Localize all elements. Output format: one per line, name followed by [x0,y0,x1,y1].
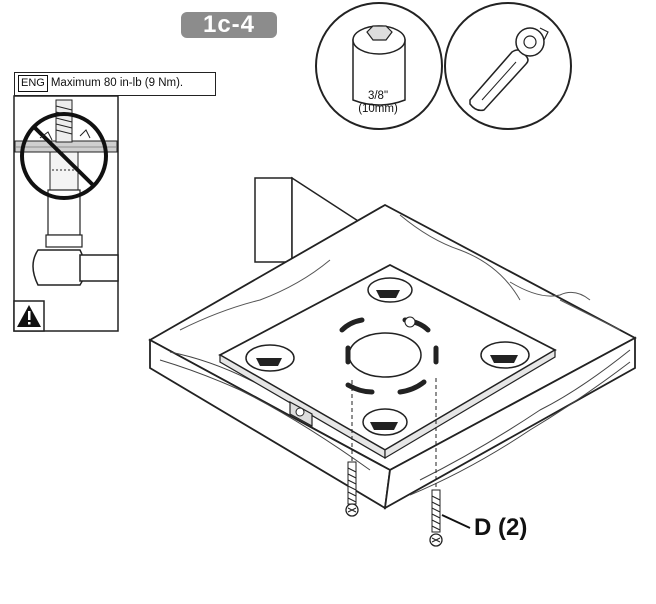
callout-leader [441,514,471,529]
step-number-badge: 1c-4 [181,12,277,38]
ratchet-wrench-icon [444,2,572,130]
edge-clip [289,400,313,428]
socket-size-mm: (10mm) [358,103,398,115]
lag-screw [345,461,359,517]
ceiling-mount-plate [218,263,557,460]
lag-screw [429,489,443,547]
keyhole-slot [367,277,413,303]
socket-size-inch: 3/8" [367,90,389,102]
overtorque-warning-panel [13,95,119,332]
torque-limit-text: Maximum 80 in-lb (9 Nm). [50,77,184,89]
socket-size-label: 3/8" (10mm) [348,90,408,116]
socket-icon [315,2,443,130]
keyhole-slot [245,344,295,372]
keyhole-slot [480,341,530,369]
language-tag: ENG [18,75,48,92]
keyhole-slot [362,408,408,436]
part-callout-label: D (2) [474,514,528,541]
warning-triangle-icon [17,305,41,327]
